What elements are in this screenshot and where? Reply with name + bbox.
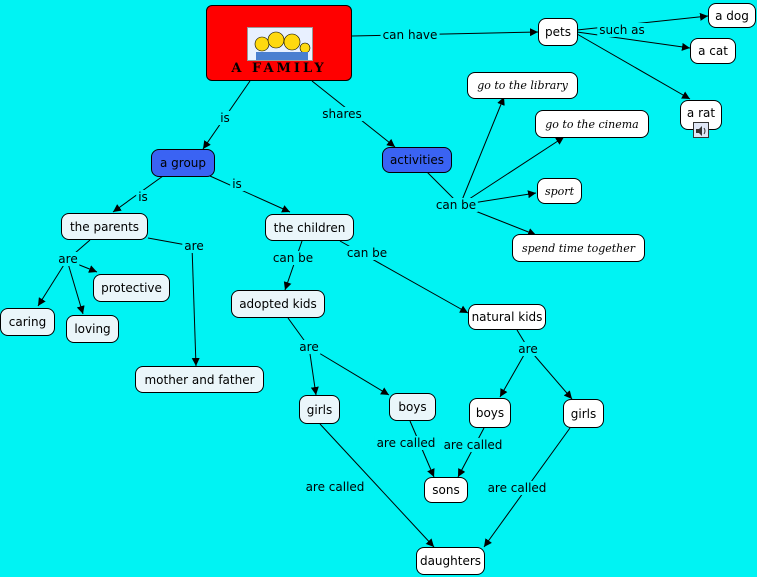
node-natural-kids[interactable]: natural kids <box>468 304 546 330</box>
node-pets[interactable]: pets <box>538 18 578 46</box>
link-label-are-called-boys-natural: are called <box>441 438 505 452</box>
node-go-to-the-library[interactable]: go to the library <box>467 72 578 99</box>
link-label-are-called-boys-adopted: are called <box>374 436 438 450</box>
node-the-children[interactable]: the children <box>265 214 354 241</box>
link-label-such-as: such as <box>597 23 647 37</box>
node-a-cat[interactable]: a cat <box>690 38 736 64</box>
link-label-are-called-girls-natural: are called <box>485 481 549 495</box>
node-loving[interactable]: loving <box>66 315 119 343</box>
node-a-group[interactable]: a group <box>151 149 215 177</box>
node-caring[interactable]: caring <box>0 308 55 336</box>
node-boys-adopted[interactable]: boys <box>389 393 436 421</box>
node-go-to-the-cinema[interactable]: go to the cinema <box>535 110 649 138</box>
node-girls-adopted[interactable]: girls <box>299 395 340 424</box>
node-sport[interactable]: sport <box>537 178 582 204</box>
link-label-is-parents: is <box>136 190 150 204</box>
link-label-are-mother-father: are <box>182 239 206 253</box>
link-label-are-adopted: are <box>297 340 321 354</box>
link-label-can-have: can have <box>380 28 440 42</box>
node-activities[interactable]: activities <box>382 147 452 173</box>
root-title: A FAMILY <box>231 61 327 76</box>
node-protective[interactable]: protective <box>93 274 170 302</box>
link-label-shares: shares <box>320 107 364 121</box>
node-sons[interactable]: sons <box>424 477 468 503</box>
link-label-are-parents: are <box>56 252 80 266</box>
link-label-are-called-girls-adopted: are called <box>303 480 367 494</box>
node-girls-natural[interactable]: girls <box>563 399 604 428</box>
node-spend-time-together[interactable]: spend time together <box>512 234 645 262</box>
link-label-can-be-activities: can be <box>433 198 479 212</box>
node-boys-natural[interactable]: boys <box>469 398 511 428</box>
node-a-dog[interactable]: a dog <box>708 3 756 28</box>
link-label-is-root: is <box>218 111 232 125</box>
root-node-a-family[interactable]: A FAMILY <box>206 5 352 81</box>
node-daughters[interactable]: daughters <box>416 547 485 575</box>
family-cartoon-icon <box>247 27 313 61</box>
link-label-are-natural: are <box>516 342 540 356</box>
node-adopted-kids[interactable]: adopted kids <box>231 290 325 318</box>
link-label-can-be-adopted: can be <box>270 251 316 265</box>
speaker-icon[interactable] <box>693 122 709 138</box>
node-the-parents[interactable]: the parents <box>61 213 148 240</box>
link-label-is-children: is <box>230 177 244 191</box>
link-label-can-be-natural: can be <box>344 246 390 260</box>
node-mother-and-father[interactable]: mother and father <box>135 366 264 393</box>
